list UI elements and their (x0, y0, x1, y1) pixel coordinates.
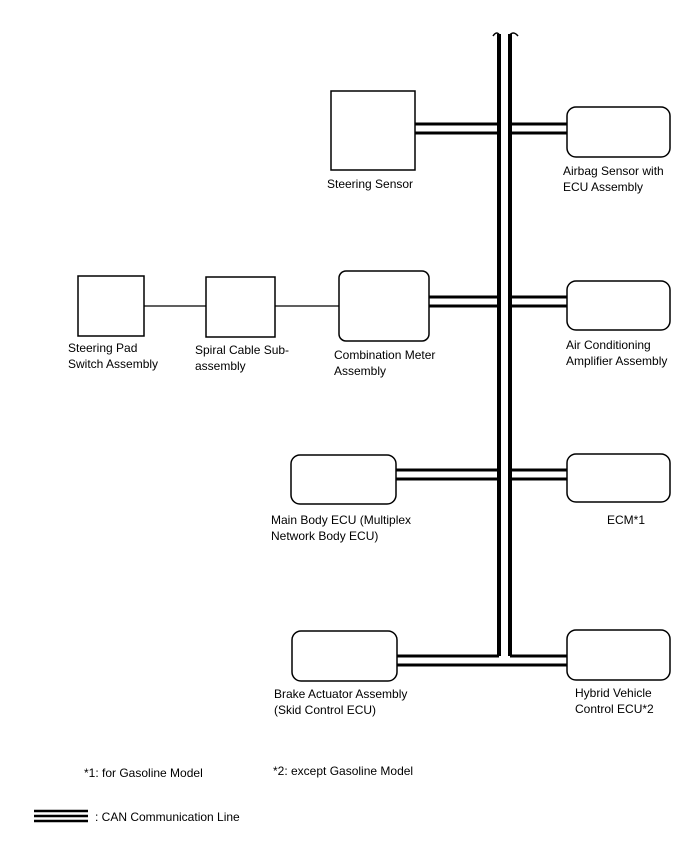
label-line: assembly (195, 359, 246, 373)
label-line: Control ECU*2 (575, 702, 654, 716)
label-line: ECU Assembly (563, 180, 643, 194)
footnote-2: *2: except Gasoline Model (273, 764, 413, 778)
steering-pad-box (77, 275, 145, 337)
spiral-cable-box (205, 276, 276, 338)
footnote-1: *1: for Gasoline Model (84, 766, 203, 780)
air-conditioning-box (566, 280, 671, 331)
can-bus-trunk (492, 32, 519, 656)
main-body-ecu-box (290, 454, 397, 505)
label-line: Brake Actuator Assembly (274, 687, 407, 701)
label-line: Steering Sensor (327, 177, 413, 191)
label-line: Assembly (334, 364, 386, 378)
brake-actuator-label: Brake Actuator Assembly (Skid Control ECU… (274, 687, 407, 717)
ecm-label: ECM*1 (607, 513, 645, 527)
label-line: Hybrid Vehicle (575, 686, 652, 700)
label-line: Network Body ECU) (271, 529, 378, 543)
combination-meter-box (338, 270, 430, 342)
steering-sensor-label: Steering Sensor (327, 177, 413, 191)
ecm-box (566, 453, 671, 503)
legend-can-line-label: : CAN Communication Line (95, 810, 240, 824)
label-line: Steering Pad (68, 341, 137, 355)
can-branches (396, 122, 567, 667)
label-line: Amplifier Assembly (566, 354, 667, 368)
label-line: Air Conditioning (566, 338, 651, 352)
hybrid-vehicle-box (566, 629, 671, 681)
steering-sensor-box (330, 90, 416, 171)
label-line: Combination Meter (334, 348, 435, 362)
label-line: Spiral Cable Sub- (195, 343, 289, 357)
label-line: (Skid Control ECU) (274, 703, 376, 717)
label-line: Airbag Sensor with (563, 164, 664, 178)
label-line: Switch Assembly (68, 357, 158, 371)
label-line: Main Body ECU (Multiplex (271, 513, 411, 527)
label-line: ECM*1 (607, 513, 645, 527)
brake-actuator-box (291, 630, 398, 682)
airbag-sensor-box (566, 106, 671, 158)
legend-can-line-symbol (34, 809, 88, 823)
spiral-cable-label: Spiral Cable Sub-assembly (195, 343, 289, 373)
